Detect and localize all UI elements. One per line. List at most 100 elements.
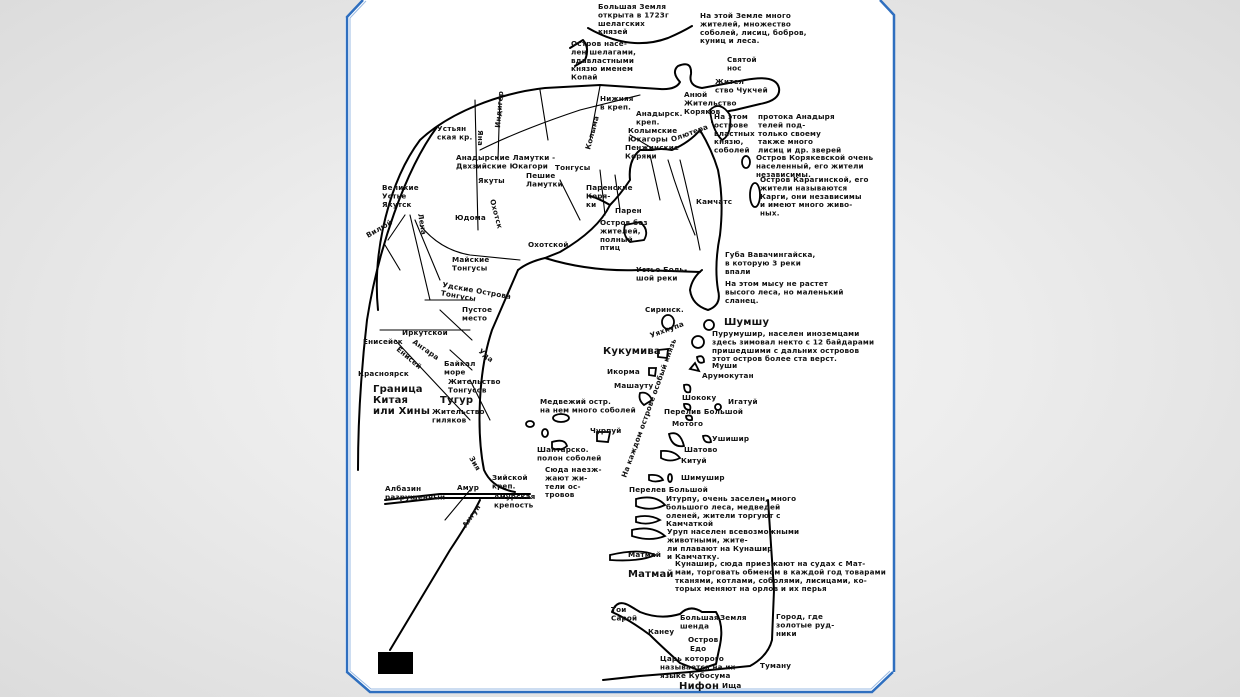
map-label: Кунашир, сюда приезжают на судах с Мат-м… [675,559,886,593]
map-label-line: Сиринск. [645,305,684,314]
map-label-line: Матмай [628,550,661,559]
map-label-line: Тонгусов [448,385,487,394]
map-label-line: Святой [727,55,757,64]
map-label-line: Нифон [679,680,719,692]
map-paper [345,0,895,693]
map-label-line: Тонгусы [555,163,590,172]
map-label-line: оленей, жители торгуют с [666,511,781,520]
map-label-line: Большая Земля [598,2,666,11]
map-label-line: языке Кубосума [660,671,731,680]
map-label-line: полный [600,235,633,244]
map-label-line: Великие [382,183,419,192]
map-label-line: Якутск [382,200,412,209]
map-label-line: пришедшими с дальних островов [712,346,859,355]
map-label-line: На этом [714,112,748,121]
map-label: Игатуй [728,397,758,406]
map-label-line: Тугур [440,395,473,406]
map-label: Медвежий остр.на нем много соболей [540,397,636,414]
map-label-line: ство Чукчей [715,85,768,94]
map-label-line: здесь зимовал некто с 12 байдарами [712,337,874,346]
map-label-line: Колымские [628,126,677,135]
map-label: Шимушир [681,473,725,482]
map-label-line: Шантарско. [537,445,589,454]
map-label-line: Остров Карагинской, его [760,175,869,184]
map-label-line: жают жи- [545,473,587,482]
map-label: Охотской [528,240,568,249]
map-label-line: открыта в 1723г [598,10,669,19]
map-label-line: Уруп населен всевозможными [667,527,799,536]
map-label: Сюда наезж-жают жи-тели ос-тровов [545,465,601,499]
map-label: Матмай [628,569,674,580]
map-label-line: Индигер [493,91,505,129]
map-label-line: Парен [615,206,642,215]
map-label: Канеу [648,627,674,636]
map-label: Матмай [628,550,661,559]
map-label-line: Коряки [625,151,657,160]
map-label-line: маи, торговать обменом в каждой год това… [675,567,886,576]
map-label-line: Арумокутан [702,371,754,380]
map-label-line: Паренские [586,183,633,192]
map-label: Шантарско.полон соболей [537,445,601,462]
map-label-line: ская кр. [437,132,472,141]
map-label: Лена [416,213,429,236]
map-label: Китуй [681,456,707,465]
map-label: Перелев Большой [629,485,708,494]
map-label-line: Машауту [614,381,654,390]
map-label-line: Байкал [444,359,476,368]
map-label-line: Албазин [385,484,421,493]
map-label-line: Жительство [684,98,737,107]
map-label-line: Тонгусы [452,263,487,272]
map-label-line: гиляков [432,415,467,424]
map-label: Перелив Большой [664,407,743,416]
map-label-line: Анадырские Ламутки - [456,153,555,162]
map-label-line: Зийской [492,473,528,482]
map-label-line: этот остров более ста верст. [712,354,837,363]
map-label: Ища [722,681,741,690]
map-label-line: Кунашир, сюда приезжают на судах с Мат- [675,559,865,568]
map-label-line: князю именем [571,64,633,73]
map-label-line: Коряков [684,107,721,116]
map-label-line: Нижняя [600,94,634,103]
map-label-line: Юкагоры [628,134,668,143]
map-label: Чурпуй [590,426,621,435]
map-label-line: Шококу [682,393,717,402]
map-label: Кукумива [603,346,661,357]
map-label-line: торых меняют на орлов и их перья [675,584,827,593]
map-label-line: Якуты [478,176,505,185]
map-label-line: называется на их [660,662,736,671]
map-label-line: Матмай [628,569,674,580]
map-label-line: большого леса, медведей [666,502,780,511]
map-label-line: на нем много соболей [540,405,636,414]
map-label-line: соболей, лисиц, бобров, [700,28,807,37]
map-label: Тонгусы [555,163,590,172]
map-label-line: Кукумива [603,346,661,357]
map-label-line: Устье Боль- [636,265,687,274]
map-label-line: Итурпу, очень заселен, много [666,494,796,503]
map-label-line: Медвежий остр. [540,397,611,406]
map-label-line: населенный, его жители [756,161,864,170]
map-label-line: место [462,313,487,322]
map-label: Туману [760,661,791,670]
islands [525,105,761,562]
map-label-line: князю, [714,137,744,146]
frame-border-left-inner [349,0,891,690]
map-label-line: лен шелагами, [571,47,636,56]
map-label-line: шой реки [636,273,678,282]
map-label-line: Яна [476,130,485,146]
map-label-line: властных [714,129,755,138]
map-label-line: жителей, множество [700,19,791,28]
map-label-line: только своему [758,129,821,138]
map-label: Мотого [672,419,703,428]
map-label-line: нос [727,63,742,72]
